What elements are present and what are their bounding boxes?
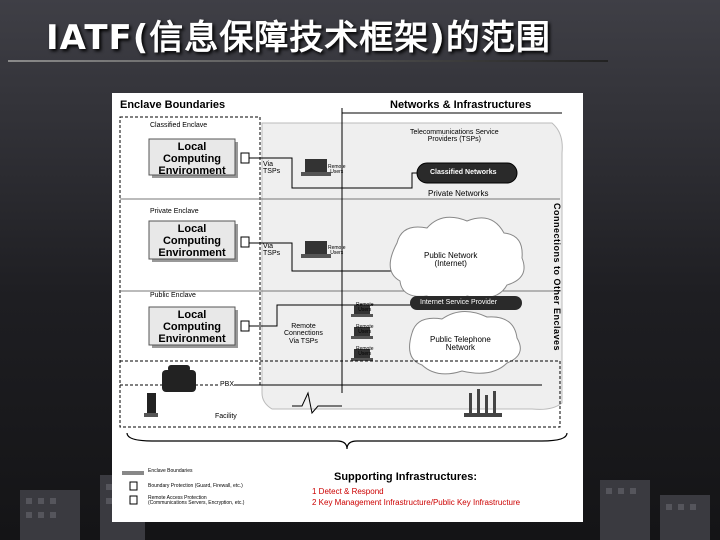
classified-networks-label: Classified Networks: [430, 169, 497, 176]
via-tsps-label-1: Via TSPs: [263, 161, 280, 176]
iatf-diagram: Enclave Boundaries Networks & Infrastruc…: [112, 93, 583, 522]
boundary-protection-icon: [241, 153, 249, 163]
private-enclave-label: Private Enclave: [150, 208, 199, 215]
connections-other-enclaves-label: Connections to Other Enclaves: [552, 203, 562, 351]
legend-boundary-symbol: [122, 471, 144, 475]
facility-label: Facility: [215, 413, 237, 420]
classified-enclave-label: Classified Enclave: [150, 122, 207, 129]
laptop-icon: [301, 159, 331, 176]
remote-user-label-c: Remote Users: [356, 347, 374, 358]
cordless-phone-icon: [144, 393, 158, 417]
pbx-label: PBX: [220, 381, 234, 388]
public-enclave-label: Public Enclave: [150, 292, 196, 299]
private-networks-label: Private Networks: [428, 190, 488, 198]
laptop-icon: [301, 241, 331, 258]
remote-connections-label: Remote Connections Via TSPs: [284, 323, 323, 345]
legend-firewall-symbol: [130, 482, 137, 490]
via-tsps-label-2: Via TSPs: [263, 243, 280, 258]
supporting-infrastructures-title: Supporting Infrastructures:: [334, 472, 477, 484]
networks-heading: Networks & Infrastructures: [390, 100, 531, 112]
remote-user-label-b: Remote Users: [356, 325, 374, 336]
scope-brace: [127, 433, 567, 449]
remote-user-label-a: Remote Users: [356, 303, 374, 314]
isp-label: Internet Service Provider: [420, 299, 497, 306]
public-network-label: Public Network (Internet): [424, 252, 477, 269]
tsp-providers-label: Telecommunications Service Providers (TS…: [410, 129, 499, 144]
enclave-boundaries-heading: Enclave Boundaries: [120, 100, 225, 112]
legend-remote-symbol: [130, 496, 137, 504]
remote-users-label-1: Remote Users: [328, 165, 346, 176]
boundary-protection-icon: [241, 237, 249, 247]
slide-title: IATF(信息保障技术框架)的范围: [46, 10, 551, 59]
legend-item-boundary-protection: Boundary Protection (Guard, Firewall, et…: [148, 484, 243, 489]
telephone-icon: [162, 365, 196, 392]
boundary-protection-icon: [241, 321, 249, 331]
legend-item-boundaries: Enclave Boundaries: [148, 469, 192, 474]
supporting-item-1: 1 Detect & Respond: [312, 488, 384, 496]
supporting-item-2: 2 Key Management Infrastructure/Public K…: [312, 499, 520, 507]
public-telephone-label: Public Telephone Network: [430, 336, 491, 353]
title-divider: [8, 60, 608, 62]
remote-users-label-2: Remote Users: [328, 246, 346, 257]
legend-item-remote-access: Remote Access Protection (Communications…: [148, 496, 244, 507]
